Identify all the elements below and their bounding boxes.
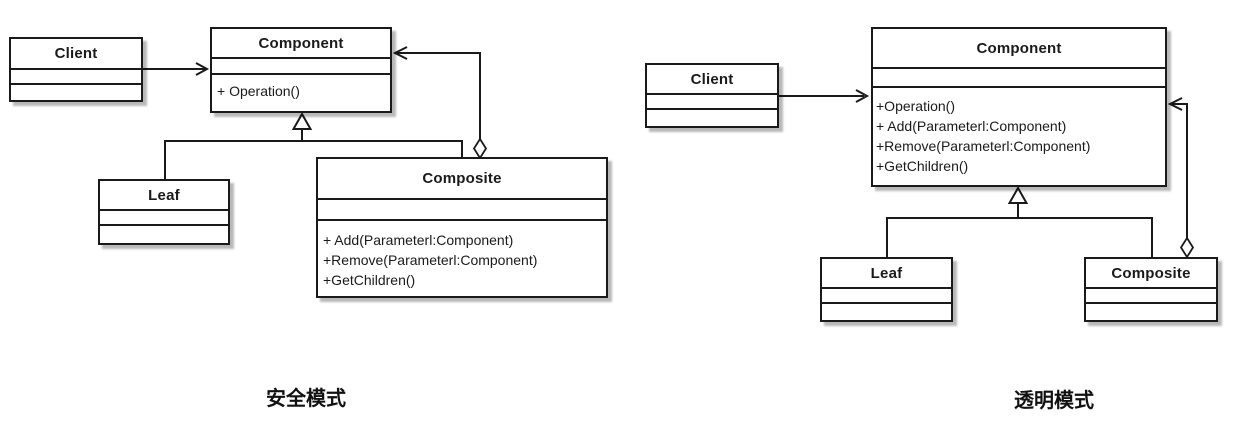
- attributes-compartment: [318, 200, 606, 221]
- operations-compartment: [11, 85, 141, 100]
- class-title: Composite: [318, 159, 606, 200]
- attributes-compartment: [100, 211, 228, 226]
- operations-compartment: [100, 226, 228, 243]
- diagram-caption: 透明模式: [1014, 390, 1094, 412]
- leaf-class: Leaf: [98, 179, 230, 245]
- class-title: Leaf: [100, 181, 228, 211]
- diagram-caption: 安全模式: [266, 388, 346, 410]
- component-class: Component + Operation(): [210, 27, 392, 113]
- operation-label: +GetChildren(): [323, 272, 416, 288]
- operation-label: +Operation(): [876, 98, 955, 114]
- class-title: Component: [212, 29, 390, 59]
- client-class: Client: [645, 63, 779, 128]
- class-title: Client: [647, 65, 777, 95]
- operations-compartment: [647, 110, 777, 126]
- inheritance-triangle-icon: [1007, 185, 1029, 204]
- operations-compartment: + Add(Parameterl:Component) +Remove(Para…: [318, 221, 606, 296]
- class-title: Leaf: [822, 259, 951, 289]
- operation-label: + Operation(): [217, 83, 300, 99]
- attributes-compartment: [11, 70, 141, 85]
- client-class: Client: [9, 37, 143, 102]
- operation-label: + Add(Parameterl:Component): [323, 232, 514, 248]
- open-arrowhead-icon: [392, 46, 408, 60]
- operation-label: + Add(Parameterl:Component): [876, 118, 1067, 134]
- inheritance-triangle-icon: [291, 111, 313, 130]
- component-class: Component +Operation() + Add(Parameterl:…: [871, 27, 1167, 187]
- attributes-compartment: [647, 95, 777, 110]
- composite-class: Composite: [1084, 257, 1218, 322]
- operation-label: +Remove(Parameterl:Component): [876, 138, 1091, 154]
- aggregation-line: [395, 52, 481, 140]
- class-title: Composite: [1086, 259, 1216, 289]
- composite-class: Composite + Add(Parameterl:Component) +R…: [316, 157, 608, 298]
- class-title: Component: [873, 29, 1165, 69]
- operations-compartment: + Operation(): [212, 75, 390, 111]
- aggregation-line: [1171, 103, 1188, 239]
- operations-compartment: [1086, 304, 1216, 320]
- attributes-compartment: [212, 59, 390, 75]
- operation-label: +Remove(Parameterl:Component): [323, 252, 538, 268]
- attributes-compartment: [822, 289, 951, 304]
- class-title: Client: [11, 39, 141, 70]
- aggregation-diamond-icon: [472, 137, 488, 160]
- operations-compartment: +Operation() + Add(Parameterl:Component)…: [873, 88, 1165, 185]
- attributes-compartment: [1086, 289, 1216, 304]
- open-arrowhead-icon: [1167, 97, 1183, 111]
- open-arrowhead-icon: [195, 62, 210, 76]
- open-arrowhead-icon: [855, 89, 870, 103]
- attributes-compartment: [873, 69, 1165, 88]
- operations-compartment: [822, 304, 951, 320]
- inheritance-branch: [164, 140, 463, 179]
- aggregation-diamond-icon: [1179, 236, 1195, 259]
- inheritance-branch: [886, 217, 1153, 257]
- leaf-class: Leaf: [820, 257, 953, 322]
- operation-label: +GetChildren(): [876, 158, 969, 174]
